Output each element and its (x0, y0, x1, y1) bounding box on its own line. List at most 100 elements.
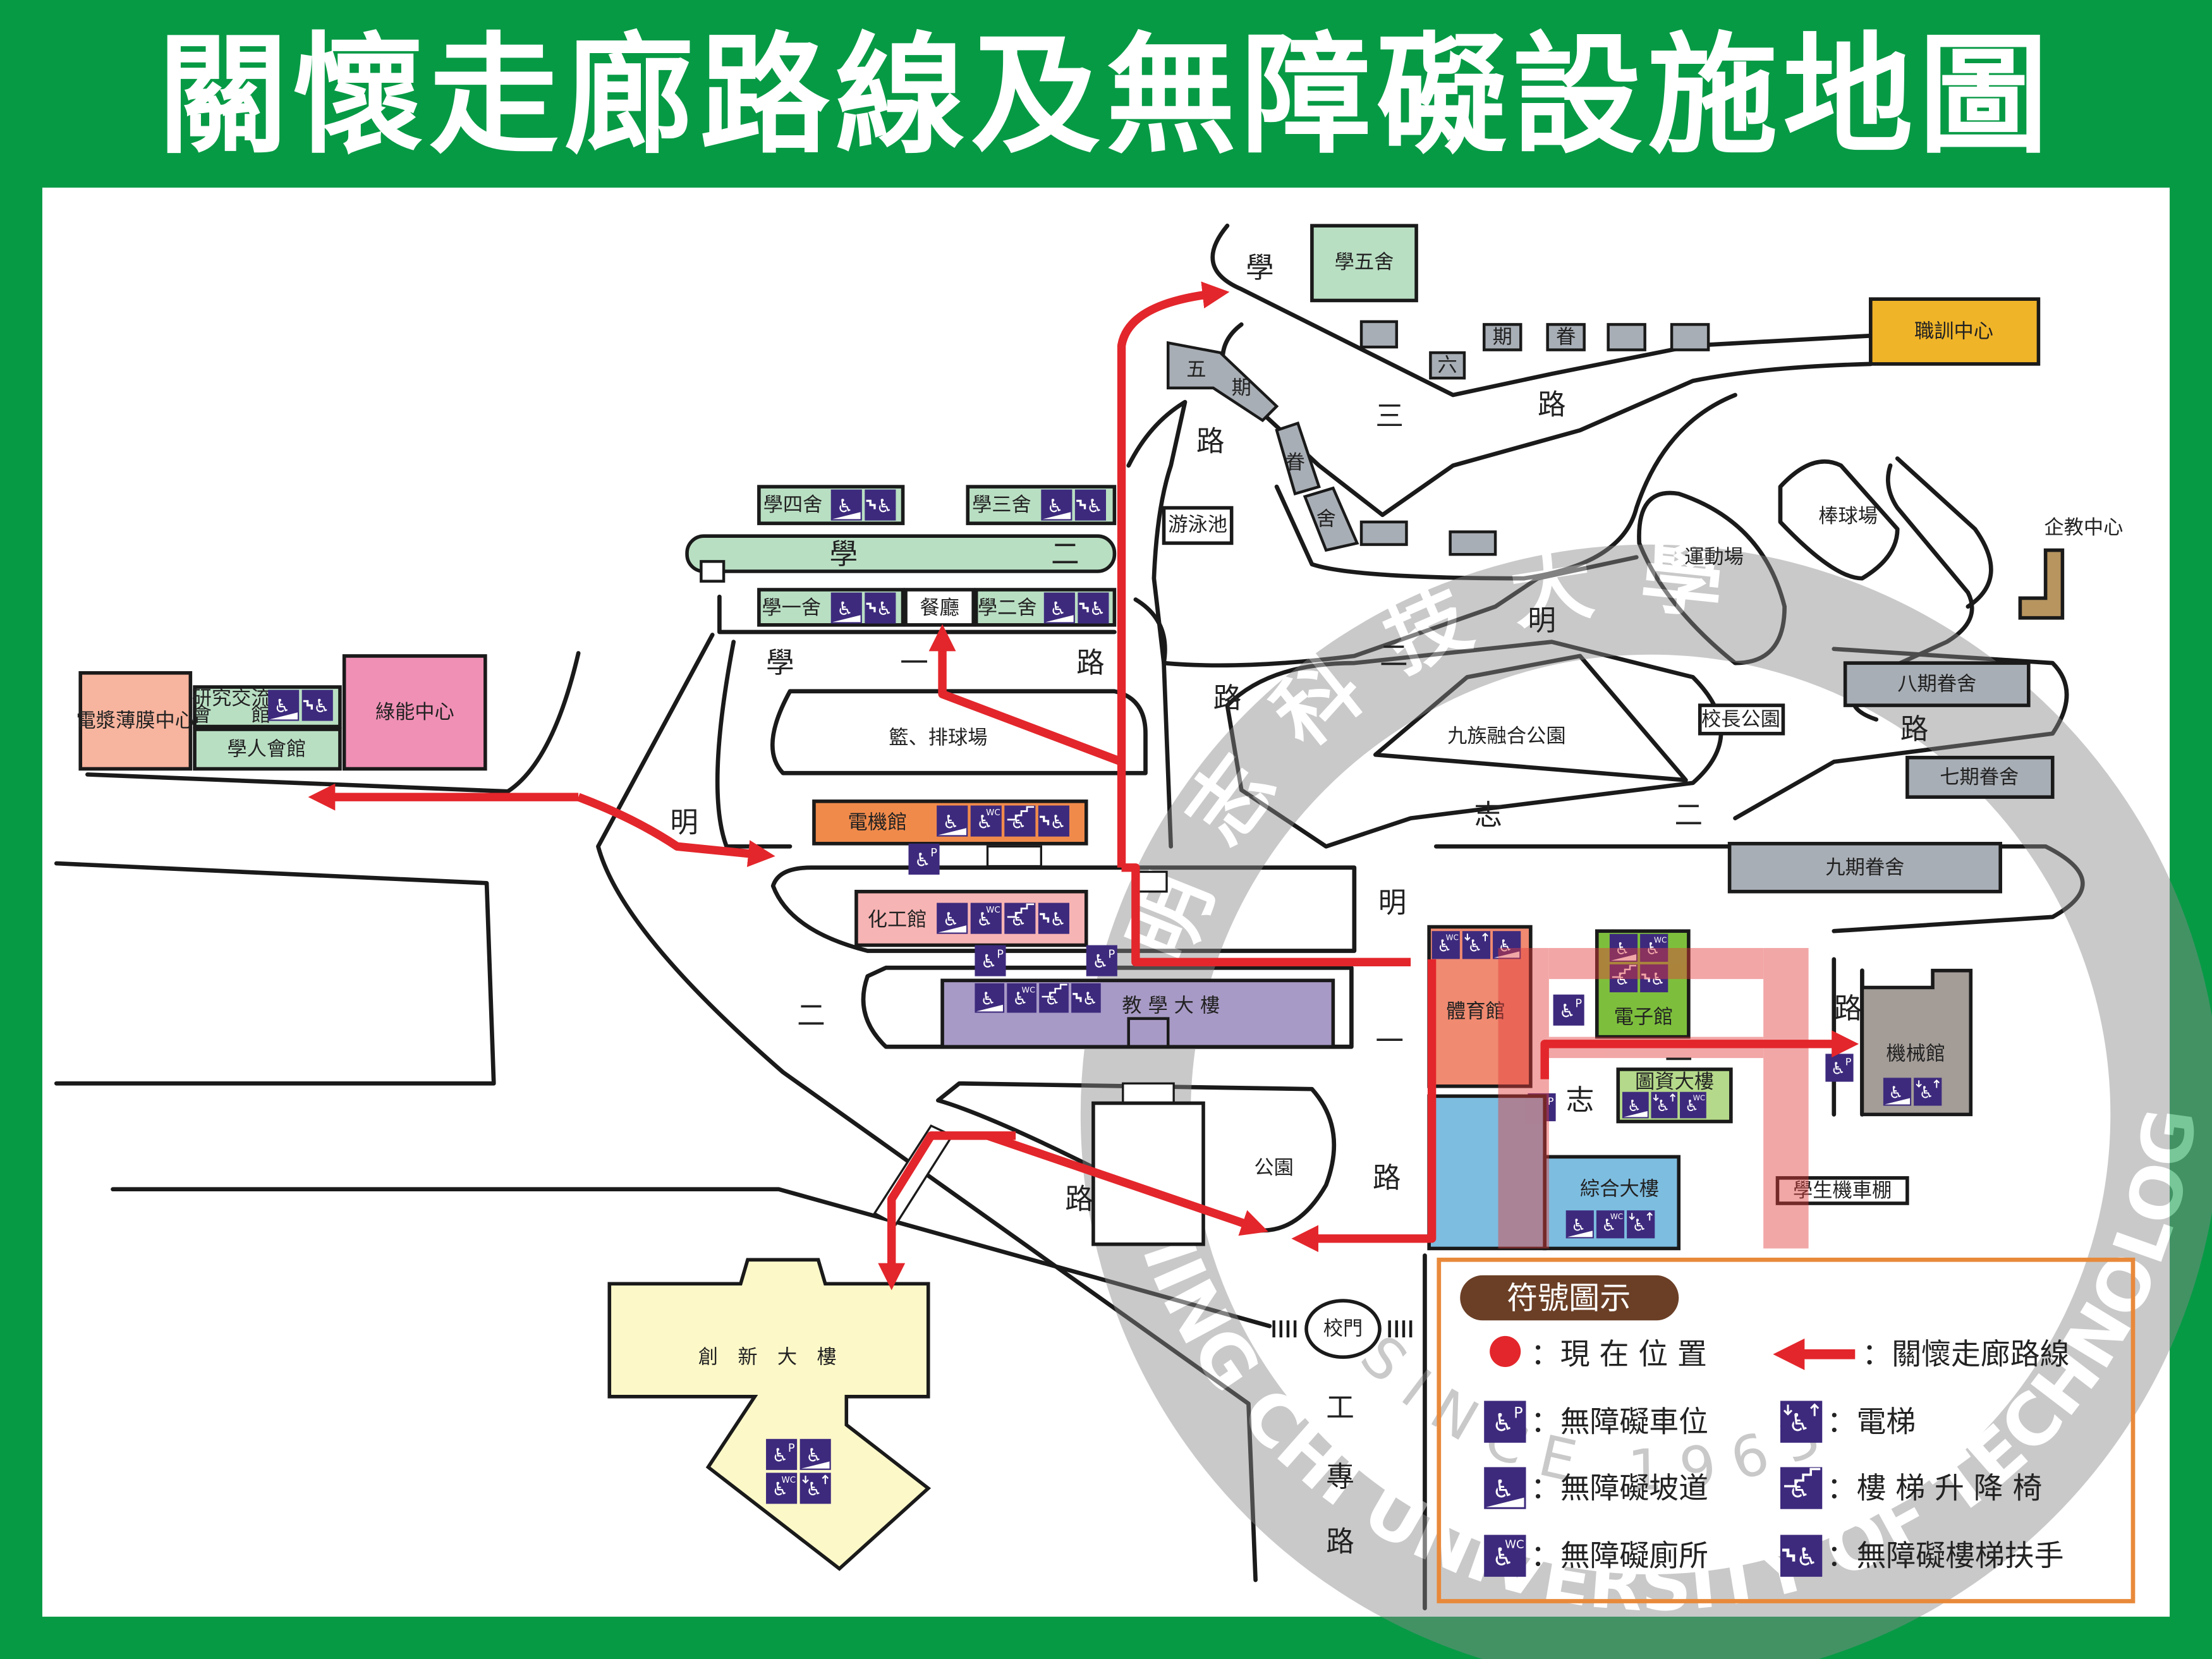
wc-icon: ♿WC (1431, 931, 1460, 959)
svg-text:七期眷舍: 七期眷舍 (1940, 766, 2019, 789)
legend-label: ：樓 梯 升 降 椅 (1827, 1471, 2043, 1505)
svg-text:三: 三 (1375, 399, 1404, 432)
svg-text:學五舍: 學五舍 (1335, 251, 1394, 274)
svg-text:路: 路 (1065, 1182, 1093, 1215)
building-enterprise-center[interactable]: 企教中心 (2018, 516, 2123, 620)
building-gymnasium[interactable]: 體育館 ♿WC♿♿ (1427, 925, 1533, 1088)
building-village-7[interactable]: 七期眷舍 (1905, 755, 2055, 799)
legend-icon: ♿ (1780, 1534, 1823, 1577)
ramp-icon: ♿ (268, 690, 300, 721)
village-label: 眷 (1285, 451, 1304, 474)
svg-text:WC: WC (1021, 985, 1035, 995)
svg-text:學: 學 (766, 647, 794, 679)
svg-text:♿: ♿ (837, 598, 853, 619)
svg-text:一: 一 (900, 647, 928, 679)
ramp-icon: ♿ (1043, 592, 1075, 624)
legend: 符號圖示 ：現 在 位 置 ：關懷走廊路線 ♿P ：無障礙車位 ♿ ：電梯 ♿ … (1437, 1257, 2136, 1603)
svg-text:♿: ♿ (976, 908, 993, 930)
svg-text:♿: ♿ (1796, 1543, 1818, 1572)
svg-text:路: 路 (1213, 682, 1242, 715)
building-dorm-5[interactable]: 學五舍 (1310, 224, 1418, 303)
svg-text:路: 路 (1326, 1526, 1354, 1559)
road-labels: 學 一 路 明 二 學 二 明 二 路 志 二 明 一 路 路 志 二 路 路 … (670, 252, 1928, 1559)
svg-text:♿: ♿ (1559, 1000, 1576, 1021)
svg-text:P: P (997, 948, 1004, 961)
current-location-icon (1490, 1335, 1521, 1367)
svg-text:電機館: 電機館 (848, 811, 908, 834)
gate-post (700, 560, 726, 583)
village-6-blocks (1359, 320, 1710, 556)
building-scooter-shed[interactable]: 學生機車棚 (1775, 1176, 1909, 1205)
elevator-icon: ♿ (799, 1473, 831, 1504)
building-dorm-3[interactable]: 學三舍 ♿♿ (966, 485, 1117, 525)
building-green-energy-center[interactable]: 綠能中心 (342, 654, 487, 771)
building-village-8[interactable]: 八期眷舍 (1843, 661, 2031, 707)
svg-text:WC: WC (986, 906, 1000, 915)
building-dorm-2[interactable]: 學二舍 ♿♿ (974, 588, 1117, 627)
svg-text:♿: ♿ (1831, 1060, 1845, 1079)
accessibility-icons: ♿P♿♿WC♿ (766, 1438, 831, 1504)
svg-text:路: 路 (1373, 1162, 1401, 1194)
handrail-icon: ♿ (1038, 902, 1069, 934)
building-dorm-4[interactable]: 學四舍 ♿♿ (757, 485, 905, 525)
building-plasma-center[interactable]: 電漿薄膜中心 (76, 671, 195, 771)
building-chemical-engineering[interactable]: 化工館 ♿♿WC♿♿ ♿P (854, 889, 1088, 976)
svg-text:♿: ♿ (1047, 495, 1064, 516)
ramp-icon: ♿ (1622, 1091, 1649, 1119)
svg-text:綜合大樓: 綜合大樓 (1580, 1178, 1659, 1201)
svg-text:明: 明 (1528, 604, 1556, 637)
svg-text:學四舍: 學四舍 (763, 494, 823, 516)
svg-text:♿: ♿ (1092, 951, 1109, 972)
building-teaching[interactable]: 教 學 大 樓 ♿♿WC♿♿ ♿P (940, 945, 1335, 1049)
accessibility-icons: ♿♿ (1883, 1078, 1942, 1106)
svg-text:餐廳: 餐廳 (920, 597, 959, 619)
ramp-icon: ♿ (1493, 931, 1521, 959)
svg-text:學一舍: 學一舍 (762, 597, 821, 619)
park-label: 公園 (1254, 1157, 1294, 1179)
svg-text:專: 專 (1326, 1461, 1354, 1493)
accessibility-icons: ♿♿ (268, 690, 333, 721)
elevator-icon: ♿ (1462, 931, 1491, 959)
principal-park[interactable]: 校長公園 (1698, 703, 1785, 736)
ramp-icon: ♿ (1484, 1467, 1526, 1509)
building-research-hall[interactable]: 研究交流 會 館 ♿♿ (192, 685, 342, 729)
building-dining-hall[interactable]: 餐廳 (904, 588, 975, 627)
svg-text:路: 路 (1538, 389, 1566, 422)
svg-text:WC: WC (1446, 933, 1459, 942)
svg-text:明: 明 (670, 806, 698, 839)
building-dorm-1[interactable]: 學一舍 ♿♿ (757, 588, 905, 627)
legend-title: 符號圖示 (1507, 1280, 1631, 1316)
school-gate[interactable]: 校門 (1272, 1299, 1413, 1359)
building-general[interactable]: 綜合大樓 ♿♿WC♿ (1427, 1094, 1681, 1251)
building-electronics[interactable]: 電子館 ♿♿WC♿♿ ♿P (1553, 929, 1691, 1039)
building-vocational-center[interactable]: 職訓中心 (1869, 297, 2041, 366)
accessibility-icons: ♿♿ (1043, 592, 1109, 624)
svg-text:♿: ♿ (837, 495, 853, 516)
svg-text:♿: ♿ (1656, 1097, 1670, 1115)
svg-text:二: 二 (1665, 1035, 1693, 1067)
wc-icon: ♿WC (970, 902, 1002, 934)
handrail-icon: ♿ (1074, 489, 1106, 521)
parking-icon: ♿P (975, 945, 1006, 976)
page-title: 關懷走廊路線及無障礙設施地圖 (158, 20, 2054, 171)
building-village-9[interactable]: 九期眷舍 (1727, 842, 2002, 894)
svg-text:學生機車棚: 學生機車棚 (1793, 1179, 1892, 1202)
svg-text:♿: ♿ (772, 1445, 788, 1466)
stairlift-icon: ♿ (1004, 902, 1036, 934)
legend-label: ：無障礙車位 (1531, 1405, 1708, 1440)
baseball-label: 棒球場 (1818, 505, 1878, 528)
svg-text:志: 志 (1566, 1084, 1595, 1117)
svg-text:P: P (1575, 997, 1582, 1011)
ramp-icon: ♿ (975, 983, 1005, 1013)
svg-text:WC: WC (1505, 1538, 1524, 1552)
building-innovation[interactable]: 創 新 大 樓 ♿P♿♿WC♿ (607, 1258, 932, 1571)
building-electrical-engineering[interactable]: 電機館 ♿♿WC♿♿ ♿P (812, 799, 1088, 875)
elevator-icon: ♿ (1914, 1078, 1942, 1106)
legend-icon: ♿ (1484, 1467, 1526, 1509)
stairlift-icon: ♿ (1609, 964, 1638, 993)
building-mechanical[interactable]: 機械館 ♿♿ ♿P (1825, 968, 1973, 1117)
svg-text:♿: ♿ (1011, 908, 1027, 930)
swimming-pool[interactable]: 游泳池 (1162, 506, 1234, 545)
wc-icon: ♿WC (766, 1473, 798, 1504)
building-scholar-hall[interactable]: 學人會館 (193, 727, 342, 771)
